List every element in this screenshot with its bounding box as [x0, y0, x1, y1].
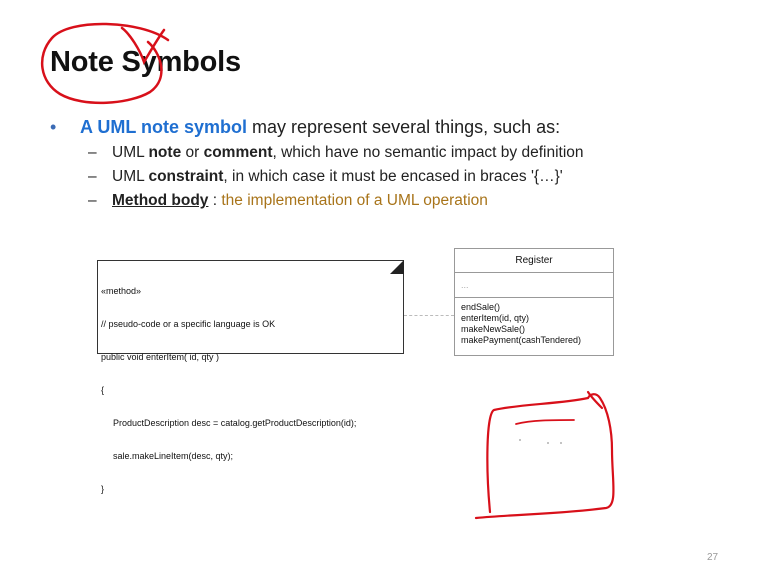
- bullet-main-rest: may represent several things, such as:: [252, 117, 561, 137]
- note-line: sale.makeLineItem(desc, qty);: [113, 451, 234, 461]
- sub-sep: :: [208, 192, 222, 209]
- sub-bullet-list: – UML note or comment, which have no sem…: [50, 142, 750, 212]
- note-connector: [404, 315, 454, 317]
- sub-text: or: [181, 144, 204, 161]
- uml-class-box: Register ... endSale() enterItem(id, qty…: [454, 248, 614, 356]
- sub-text: , in which case it must be encased in br…: [223, 168, 563, 185]
- bullet-dot: •: [50, 117, 57, 137]
- ink-dot: [519, 439, 521, 441]
- class-attributes: ...: [455, 273, 613, 298]
- ink-note-sketch-outline: [474, 393, 615, 520]
- uml-note-box: «method» // pseudo-code or a specific la…: [97, 260, 404, 494]
- class-operation: makePayment(cashTendered): [461, 335, 582, 345]
- dash-marker: –: [88, 144, 97, 161]
- sub-bold: note: [148, 144, 182, 161]
- note-line: {: [101, 385, 105, 395]
- class-operation: makeNewSale(): [461, 324, 526, 334]
- slide-title: Note Symbols: [50, 46, 241, 78]
- ink-note-sketch-fold: [586, 390, 604, 410]
- ink-note-sketch-line: [515, 419, 575, 425]
- sub-bullet-note: – UML note or comment, which have no sem…: [50, 142, 750, 164]
- sub-bullet-method-body: – Method body : the implementation of a …: [50, 190, 750, 212]
- note-line: }: [101, 484, 105, 494]
- dash-marker: –: [88, 168, 97, 185]
- note-line: public void enterItem( id, qty ): [101, 352, 220, 362]
- sub-underline: Method body: [112, 192, 209, 209]
- note-line: ProductDescription desc = catalog.getPro…: [113, 418, 357, 428]
- sub-bullet-constraint: – UML constraint, in which case it must …: [50, 166, 750, 188]
- sub-text: UML: [112, 168, 149, 185]
- sub-bold: constraint: [148, 168, 224, 185]
- bullet-list: • A UML note symbol may represent severa…: [50, 116, 750, 212]
- bullet-main: • A UML note symbol may represent severa…: [50, 116, 750, 138]
- note-line: «method»: [101, 286, 142, 296]
- note-fold-corner: [390, 260, 404, 274]
- class-operation: endSale(): [461, 302, 501, 312]
- class-name: Register: [455, 249, 613, 273]
- sub-text: UML: [112, 144, 149, 161]
- sub-text: , which have no semantic impact by defin…: [272, 144, 584, 161]
- dash-marker: –: [88, 192, 97, 209]
- ink-dot: [560, 442, 562, 444]
- ink-dot: [547, 442, 549, 444]
- class-operations: endSale() enterItem(id, qty) makeNewSale…: [455, 298, 613, 346]
- bullet-main-bold: A UML note symbol: [80, 117, 248, 137]
- note-text: «method» // pseudo-code or a specific la…: [101, 264, 356, 517]
- class-operation: enterItem(id, qty): [461, 313, 530, 323]
- sub-bold: comment: [203, 144, 273, 161]
- note-line: // pseudo-code or a specific language is…: [101, 319, 276, 329]
- page-number: 27: [707, 552, 719, 563]
- sub-gold: the implementation of a UML operation: [221, 192, 488, 209]
